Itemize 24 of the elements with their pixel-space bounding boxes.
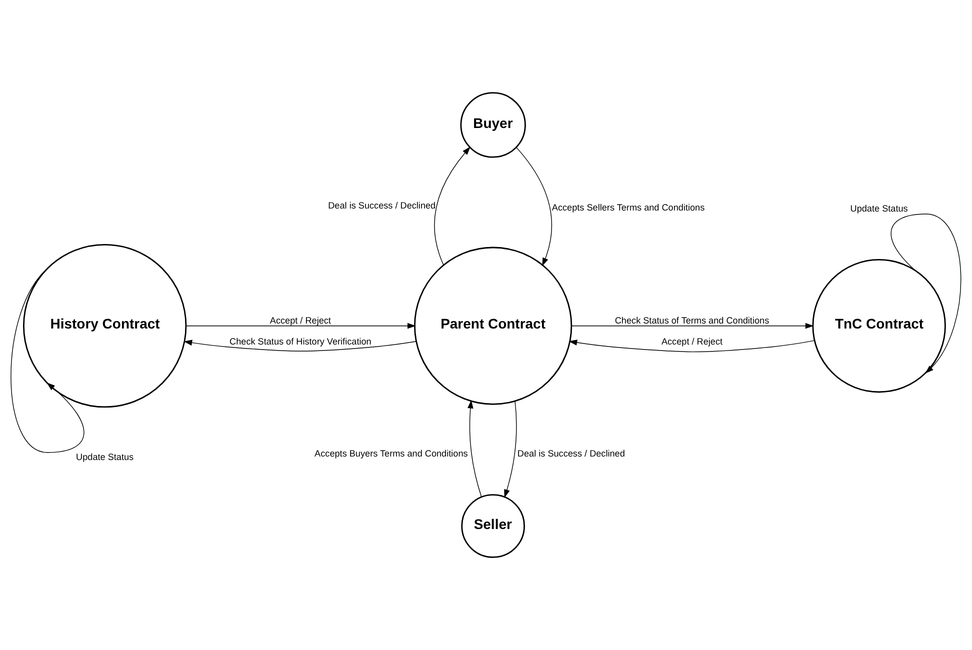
arrow <box>434 146 470 266</box>
node-circle: Parent Contract <box>414 246 572 405</box>
edge-label: Accepts Sellers Terms and Conditions <box>552 202 705 212</box>
edge-label: Accept / Reject <box>270 315 331 326</box>
edge-label: Update Status <box>76 452 134 462</box>
arrow <box>516 147 552 266</box>
arrow <box>186 322 416 329</box>
arrow <box>890 214 962 374</box>
arrow <box>467 400 482 498</box>
edge-label: Accept / Reject <box>661 336 723 346</box>
node-circle: Seller <box>461 494 525 558</box>
arrow <box>571 322 814 329</box>
node-circle: Buyer <box>460 92 526 158</box>
edge-label: Deal is Success / Declined <box>328 200 436 210</box>
edge-label: Update Status <box>850 204 908 214</box>
edge-label: Check Status of Terms and Conditions <box>614 315 770 326</box>
edge-label: Accepts Buyers Terms and Conditions <box>314 448 468 459</box>
edge-label: Deal is Success / Declined <box>517 448 625 459</box>
arrow <box>504 400 517 498</box>
edge-label: Check Status of History Verification <box>230 336 372 346</box>
arrow <box>568 340 815 352</box>
node-circle: TnC Contract <box>812 259 946 393</box>
node-circle: History Contract <box>23 244 187 408</box>
arrow <box>184 340 417 352</box>
